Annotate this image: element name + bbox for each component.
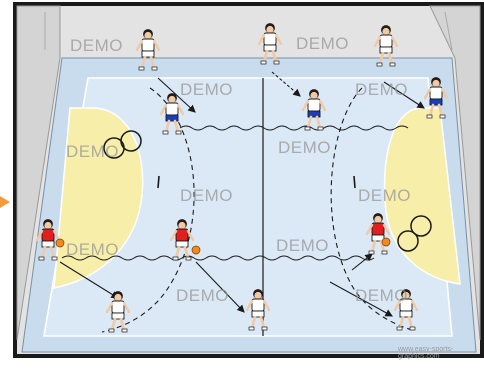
player-defender-center-blue	[301, 89, 327, 131]
arrow-top-left-defender	[157, 77, 196, 113]
player-player-bottom-left	[105, 291, 131, 333]
goal-area-right	[383, 107, 461, 285]
seven-meter-mark-right	[353, 175, 356, 189]
players-layer	[35, 23, 449, 333]
player-attacker-center-red	[169, 219, 195, 261]
free-throw-line-left	[101, 87, 195, 333]
arrow-left-attacker	[59, 261, 119, 299]
left-wall	[16, 5, 61, 341]
player-defender-left-blue	[159, 93, 185, 135]
arrow-right-attacker	[351, 253, 373, 271]
player-defender-top-right	[373, 25, 399, 67]
ball-icon	[55, 238, 65, 248]
player-defender-top-left	[135, 29, 161, 71]
right-wall	[429, 5, 481, 341]
wall-corner-right	[444, 11, 453, 51]
player-defender-right-blue	[423, 77, 449, 119]
arrow-top-center	[271, 71, 301, 97]
arrow-center-bottom	[195, 261, 245, 313]
player-defender-top-center	[257, 23, 283, 65]
free-throw-line-right	[330, 87, 413, 331]
player-attacker-right-red	[365, 213, 391, 255]
goal-area-left	[53, 107, 144, 289]
player-attacker-left-red	[35, 219, 61, 261]
player-player-bottom-right	[393, 289, 419, 331]
ball-icon	[191, 245, 201, 255]
circle-left-2	[120, 130, 142, 152]
seven-meter-mark-left	[157, 175, 160, 189]
arrow-right-bottom	[329, 281, 393, 317]
ball-icon	[381, 237, 391, 247]
arrow-top-right-defender	[383, 81, 425, 109]
credit-text: www.easy-sports-graphics.com	[398, 346, 454, 360]
player-player-bottom-center	[245, 289, 271, 331]
wavy-line-lower	[61, 255, 375, 261]
side-tab-arrow	[0, 196, 10, 208]
circle-right-2	[410, 215, 432, 237]
circle-right-1	[397, 230, 419, 252]
wavy-line-upper	[179, 125, 409, 131]
